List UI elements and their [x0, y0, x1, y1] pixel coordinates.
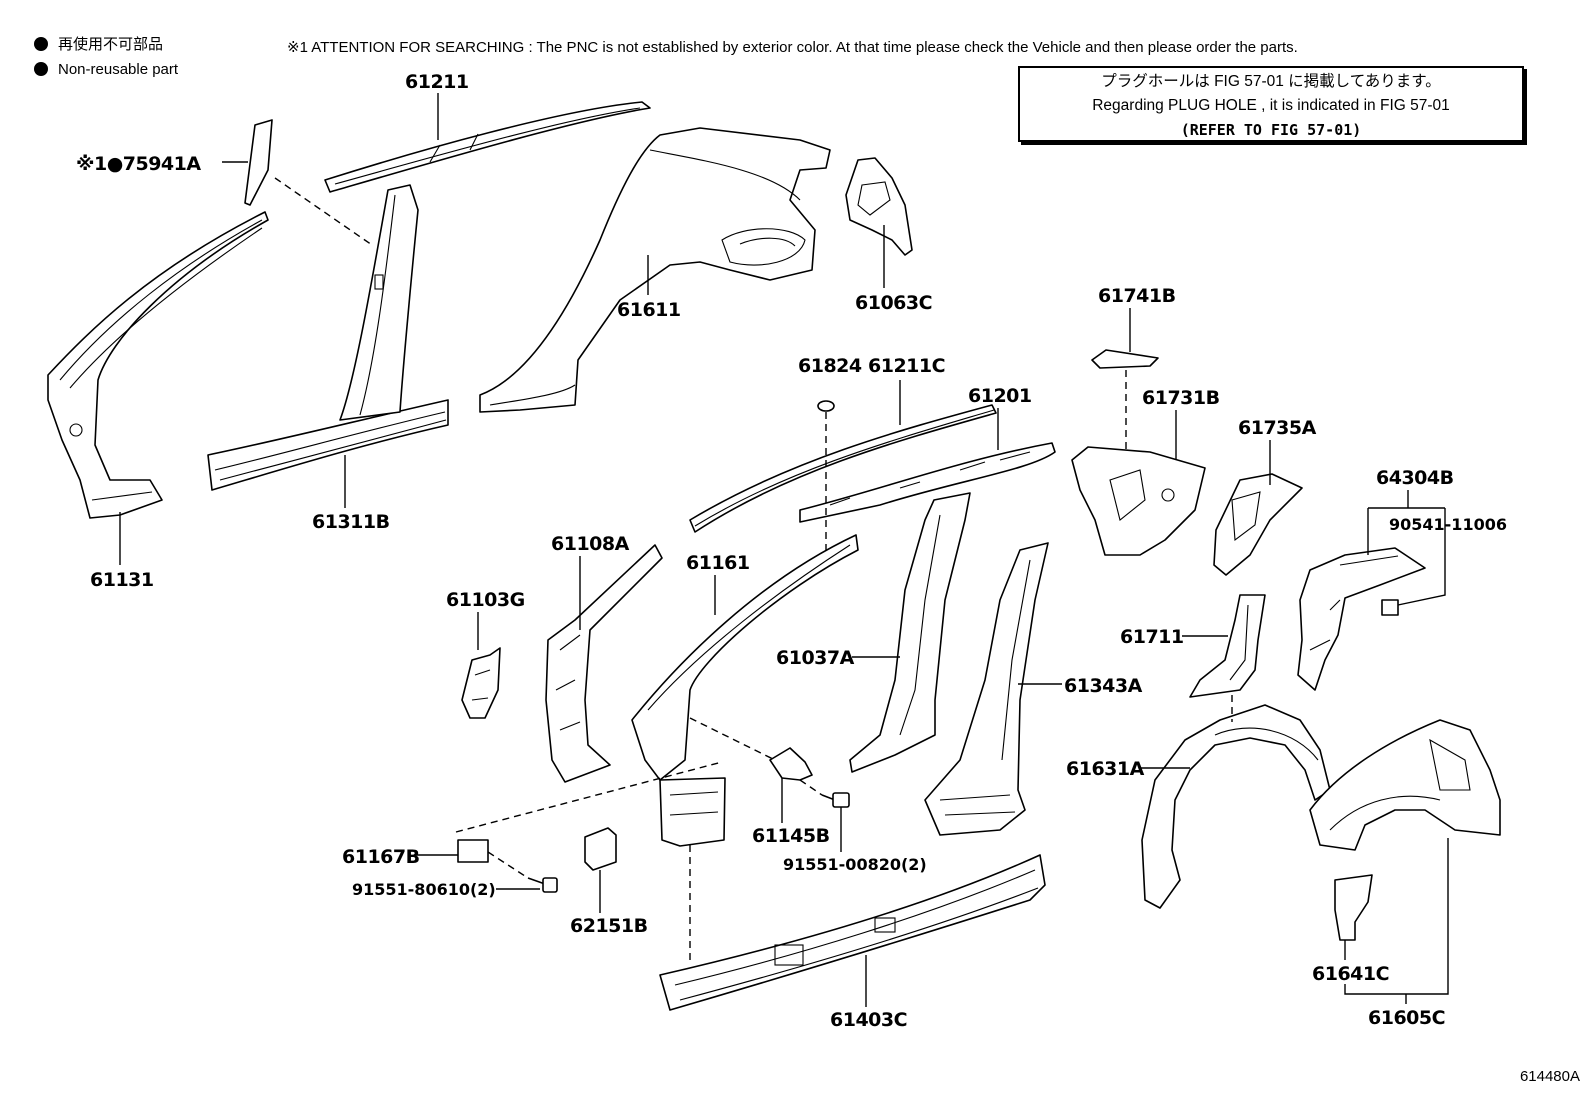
part-61131-front-pillar [47, 211, 269, 519]
part-61711-extension [1189, 594, 1266, 698]
reference-line-refer: (REFER TO FIG 57-01) [1180, 121, 1362, 139]
label-61211: 61211 [405, 71, 469, 93]
part-61311B-side-outer [207, 184, 449, 491]
bolt-91551-00820-icon [821, 792, 850, 808]
legend-nonreusable-en: Non-reusable part [34, 60, 178, 80]
leader-61605C [1344, 838, 1449, 1004]
part-61145B-bracket [769, 747, 813, 781]
dash-61161-to-61145B [689, 717, 776, 761]
label-61131: 61131 [90, 569, 154, 591]
part-61108A-pillar-reinforcement [545, 544, 663, 783]
part-61611-quarter-panel [479, 127, 831, 413]
label-61611: 61611 [617, 299, 681, 321]
label-61103G: 61103G [446, 589, 525, 611]
label-61403C: 61403C [830, 1009, 907, 1031]
label-75941A: ※1●75941A [76, 153, 201, 175]
dash-61145B-to-bolt [799, 779, 823, 796]
part-61403C-rocker-inner [659, 854, 1046, 1011]
part-61824-plug [817, 400, 835, 412]
label-61167B: 61167B [342, 846, 420, 868]
label-91551-80610: 91551-80610(2) [352, 880, 496, 899]
nonreusable-dot-icon [34, 62, 48, 76]
label-61735A: 61735A [1238, 417, 1317, 439]
legend-nonreusable-jp: 再使用不可部品 [34, 35, 163, 55]
label-61641C: 61641C [1312, 963, 1389, 985]
label-61343A: 61343A [1064, 675, 1143, 697]
label-61201: 61201 [968, 385, 1032, 407]
part-75941A-molding [244, 119, 273, 206]
label-61211C: 61211C [868, 355, 945, 377]
dash-75941A-to-pillar [274, 177, 373, 246]
nonreusable-dot-icon [34, 37, 48, 51]
bolt-91551-80610-icon [527, 877, 558, 893]
part-61103G-bracket [461, 647, 501, 719]
label-61741B: 61741B [1098, 285, 1176, 307]
label-61161: 61161 [686, 552, 750, 574]
part-61741B-bracket [1091, 349, 1159, 369]
label-61063C: 61063C [855, 292, 932, 314]
label-61108A: 61108A [551, 533, 630, 555]
dash-61167B-upper [455, 761, 723, 833]
part-61731B-gusset [1071, 446, 1206, 556]
label-64304B: 64304B [1376, 467, 1454, 489]
label-62151B: 62151B [570, 915, 648, 937]
part-61167B-bracket [457, 839, 489, 863]
part-61037A-reinforcement [849, 492, 971, 773]
label-61145B: 61145B [752, 825, 830, 847]
figure-number: 614480A [1519, 1068, 1580, 1085]
part-61631A-wheel-house [1141, 704, 1331, 909]
part-61201-roof-side-inner [799, 442, 1056, 523]
legend-jp-text: 再使用不可部品 [58, 36, 164, 53]
reference-box: プラグホールは FIG 57-01 に掲載してあります。 Regarding P… [1018, 66, 1524, 142]
label-61711: 61711 [1120, 626, 1184, 648]
part-61605C-wheel-house-inner [1309, 719, 1501, 851]
label-61311B: 61311B [312, 511, 390, 533]
label-61731B: 61731B [1142, 387, 1220, 409]
attention-note: ※1 ATTENTION FOR SEARCHING : The PNC is … [287, 39, 1298, 56]
label-91551-00820: 91551-00820(2) [783, 855, 927, 874]
label-61824: 61824 [798, 355, 862, 377]
label-90541-11006: 90541-11006 [1389, 515, 1507, 534]
part-61735A-extension [1213, 473, 1303, 576]
dash-61167B-to-bolt [487, 851, 529, 879]
part-62151B-block [584, 827, 617, 871]
part-61063C-bracket [845, 157, 913, 256]
part-61211-roof-rail [324, 101, 651, 193]
label-61631A: 61631A [1066, 758, 1145, 780]
part-90541-cushion [1381, 599, 1399, 616]
legend-en-text: Non-reusable part [58, 61, 179, 78]
part-64304B-tray-side [1297, 547, 1426, 691]
part-61641C-extension [1334, 874, 1373, 941]
leader-64304B [1367, 490, 1446, 606]
part-61161-pillar-inner [631, 534, 859, 847]
reference-line-en: Regarding PLUG HOLE , it is indicated in… [1092, 97, 1450, 114]
label-61605C: 61605C [1368, 1007, 1445, 1029]
label-61037A: 61037A [776, 647, 855, 669]
reference-line-jp: プラグホールは FIG 57-01 に掲載してあります。 [1101, 73, 1441, 90]
part-61211C-roof-rail-inner [689, 404, 997, 533]
part-61343A-pillar-outer [924, 542, 1049, 836]
